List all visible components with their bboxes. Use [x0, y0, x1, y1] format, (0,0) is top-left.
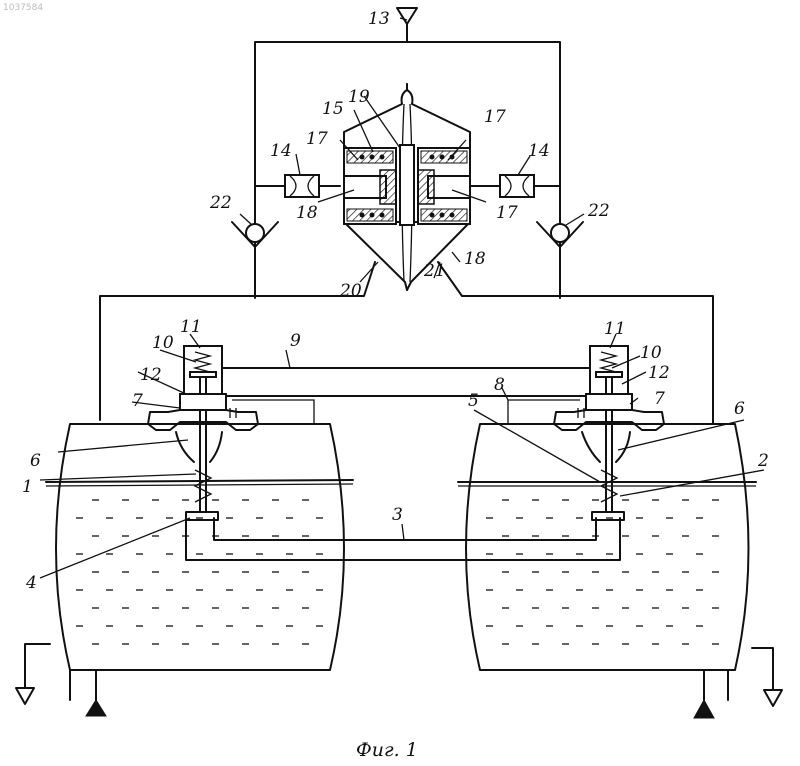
- central-actuator-housing: [344, 84, 470, 290]
- connecting-pipe-3: [186, 518, 620, 560]
- label-12-right: 12: [648, 363, 670, 383]
- label-7-left: 7: [132, 391, 143, 411]
- input-terminal-13: [397, 8, 417, 42]
- label-13: 13: [368, 9, 390, 29]
- liquid-left: [76, 500, 323, 644]
- label-14-right: 14: [528, 141, 550, 161]
- label-3: 3: [392, 505, 403, 525]
- label-17-right: 17: [496, 203, 518, 223]
- link-line-9: [222, 368, 590, 396]
- label-7-right: 7: [654, 389, 665, 409]
- label-15: 15: [322, 99, 344, 119]
- document-stamp: 1037584: [3, 3, 43, 13]
- tank-right: [458, 424, 782, 718]
- label-21: 21: [423, 261, 446, 281]
- label-14-left: 14: [270, 141, 292, 161]
- tank-left: [16, 424, 353, 716]
- label-12-left: 12: [140, 365, 162, 385]
- damper-14-left: [285, 175, 319, 197]
- liquid-right: [486, 500, 719, 644]
- label-5: 5: [468, 391, 479, 411]
- label-22-left: 22: [209, 193, 232, 213]
- valve-assembly-left: [148, 346, 258, 520]
- label-1: 1: [22, 477, 33, 497]
- label-6-left: 6: [30, 451, 41, 471]
- label-16-right: 17: [484, 107, 506, 127]
- label-10-right: 10: [640, 343, 662, 363]
- label-22-right: 22: [587, 201, 610, 221]
- label-2: 2: [757, 451, 769, 471]
- label-18: 18: [464, 249, 486, 269]
- label-8: 8: [494, 375, 505, 395]
- label-6-right: 6: [734, 399, 745, 419]
- label-11-right: 11: [604, 319, 626, 339]
- label-10-left: 10: [152, 333, 174, 353]
- label-17-left: 18: [296, 203, 318, 223]
- label-4: 4: [25, 573, 37, 593]
- figure-caption: Фиг. 1: [356, 739, 418, 761]
- label-9: 9: [290, 331, 301, 351]
- label-11-left: 11: [180, 317, 202, 337]
- label-20: 20: [339, 281, 362, 301]
- label-16-left: 17: [306, 129, 328, 149]
- reference-labels: 13 15 19 17 17 14 14 18 17 22 22 20 21 1…: [22, 9, 769, 593]
- damper-14-right: [500, 175, 534, 197]
- label-19: 19: [348, 87, 370, 107]
